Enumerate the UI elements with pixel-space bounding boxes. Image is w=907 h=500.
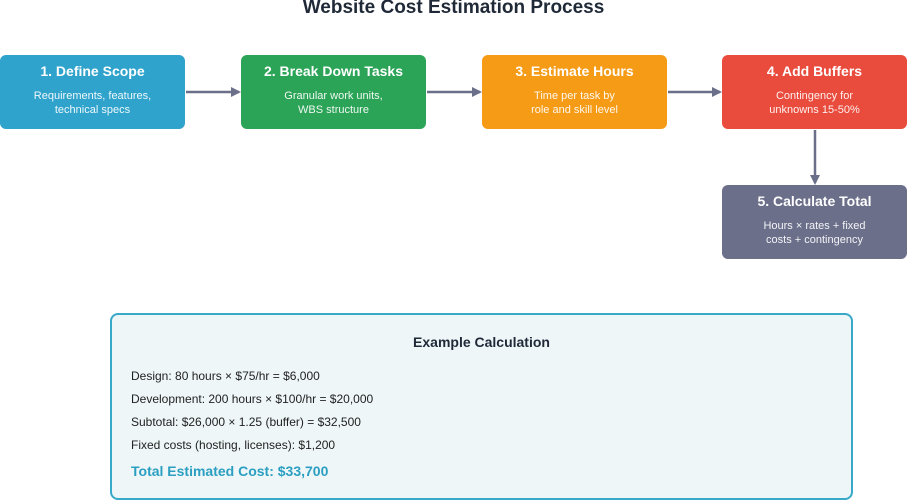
step-description-line: costs + contingency <box>766 234 863 246</box>
step-break-down-tasks: 2. Break Down Tasks Granular work units,… <box>241 55 426 129</box>
step-description-line: Time per task by <box>534 90 615 102</box>
total-estimated-cost: Total Estimated Cost: $33,700 <box>131 463 329 479</box>
calculation-line-fixed-costs: Fixed costs (hosting, licenses): $1,200 <box>131 438 336 452</box>
step-title: 1. Define Scope <box>40 63 145 79</box>
step-calculate-total: 5. Calculate Total Hours × rates + fixed… <box>722 185 907 259</box>
example-calculation-title: Example Calculation <box>413 334 550 350</box>
step-title: 4. Add Buffers <box>766 63 863 79</box>
diagram-title: Website Cost Estimation Process <box>302 0 605 18</box>
calculation-line-subtotal: Subtotal: $26,000 × 1.25 (buffer) = $32,… <box>131 415 361 429</box>
step-description-line: Contingency for <box>775 90 854 102</box>
step-title: 2. Break Down Tasks <box>263 63 404 79</box>
step-description-line: role and skill level <box>531 104 618 116</box>
step-estimate-hours: 3. Estimate Hours Time per task by role … <box>482 55 667 129</box>
step-description-line: Granular work units, <box>284 90 383 102</box>
step-description-line: technical specs <box>54 104 131 116</box>
step-description: Time per task by role and skill level <box>531 89 618 117</box>
step-define-scope: 1. Define Scope Requirements, features, … <box>0 55 185 129</box>
step-description-line: unknowns 15-50% <box>769 104 860 116</box>
step-description-line: WBS structure <box>298 104 369 116</box>
step-add-buffers: 4. Add Buffers Contingency for unknowns … <box>722 55 907 129</box>
step-description: Contingency for unknowns 15-50% <box>769 89 860 117</box>
example-calculation-panel: Example Calculation Design: 80 hours × $… <box>110 313 853 500</box>
step-title: 5. Calculate Total <box>757 193 872 209</box>
step-title: 3. Estimate Hours <box>515 63 634 79</box>
calculation-line-development: Development: 200 hours × $100/hr = $20,0… <box>131 392 374 406</box>
calculation-line-design: Design: 80 hours × $75/hr = $6,000 <box>131 369 320 383</box>
step-description-line: Hours × rates + fixed <box>763 220 866 232</box>
step-description-line: Requirements, features, <box>33 90 152 102</box>
step-description: Hours × rates + fixed costs + contingenc… <box>763 219 865 247</box>
step-description: Granular work units, WBS structure <box>284 89 382 117</box>
step-description: Requirements, features, technical specs <box>34 89 151 117</box>
